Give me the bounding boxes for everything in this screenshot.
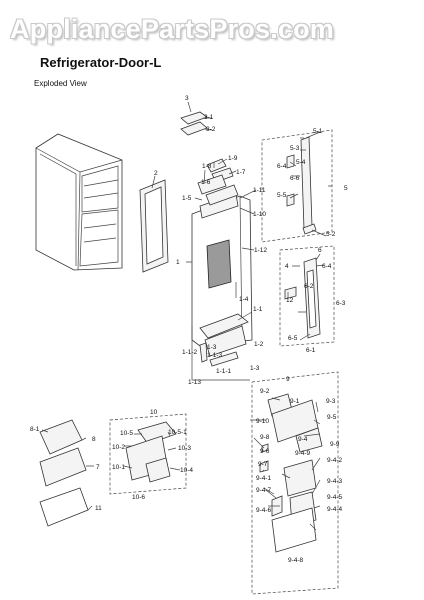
callout: 2: [154, 170, 158, 177]
callout: 1-1-1: [216, 368, 232, 375]
callout: 9-7: [258, 461, 268, 468]
door-bins: [39, 419, 89, 527]
callout: 5: [344, 185, 348, 192]
callout: 4: [285, 263, 289, 270]
callout: 12: [286, 297, 294, 304]
callout: 10-5: [120, 430, 133, 437]
callout: 1-2: [254, 341, 264, 348]
callout: 1-1: [253, 306, 263, 313]
callout: 1-4: [239, 296, 249, 303]
callout: 6-5: [288, 335, 298, 342]
callout: 1-8: [202, 163, 212, 170]
callout: 9-1: [290, 398, 300, 405]
callout: 10-1: [112, 464, 125, 471]
callout: 1-6: [201, 179, 211, 186]
callout: 1-7: [236, 169, 246, 176]
callout: 10-3: [178, 445, 191, 452]
callout: 9-10: [256, 418, 269, 425]
callout: 9-4-8: [288, 557, 304, 564]
callout: 9-6: [260, 448, 270, 455]
callout: 9-2: [260, 388, 270, 395]
callout: 9-4-5: [327, 494, 343, 501]
callout: 10-6: [132, 494, 145, 501]
callout: 9-4-3: [327, 478, 343, 485]
callout: 8-1: [30, 426, 40, 433]
callout: 9-8: [260, 434, 270, 441]
callout: 9-4: [298, 436, 308, 443]
callout: 1-5: [182, 195, 192, 202]
callout: 9-4-2: [327, 457, 343, 464]
door-gasket: [139, 179, 169, 273]
callout: 6-6: [290, 175, 300, 182]
diagram-title: Refrigerator-Door-L: [40, 55, 162, 70]
callout: 6-4: [322, 263, 332, 270]
callout: 5-2: [326, 231, 336, 238]
callout: 9-3: [326, 398, 336, 405]
callout: 9: [286, 376, 290, 383]
diagram-subtitle: Exploded View: [34, 79, 87, 88]
callout: 5-3: [290, 145, 300, 152]
callout: 7: [96, 464, 100, 471]
callout: 5-4: [296, 159, 306, 166]
callout: 1-9: [228, 155, 238, 162]
callout: 10-5-1: [168, 429, 187, 436]
callout: 6-3: [336, 300, 346, 307]
callout: 6-1: [306, 347, 316, 354]
callout: 1-13: [188, 379, 201, 386]
watermark: AppliancePartsPros.com: [10, 14, 335, 44]
callout: 5-1: [313, 128, 323, 135]
callout: 11: [95, 505, 102, 512]
callout: 3-1: [204, 114, 214, 121]
callout: 1-11: [253, 187, 266, 194]
callout: 1-10: [253, 211, 266, 218]
dispenser-assembly-9: [259, 393, 323, 553]
callout: 9-4-4: [327, 506, 343, 513]
door-top-cap-parts: [180, 111, 239, 206]
callout: 10-2: [112, 444, 125, 451]
callout: 6-4: [277, 163, 287, 170]
callout: 3: [185, 95, 189, 102]
callout: 1: [176, 259, 180, 266]
callout: 1-1-2: [182, 349, 198, 356]
callout: 9-5: [327, 414, 337, 421]
callout: 6: [318, 247, 322, 254]
callout: 1-1-3: [207, 352, 223, 359]
callout: 9-4-9: [295, 450, 311, 457]
callout: 9-4-1: [256, 475, 272, 482]
callout: 6-2: [304, 283, 314, 290]
callout: 10: [150, 409, 158, 416]
callout: 10-4: [180, 467, 193, 474]
callout: 5-5: [277, 192, 287, 199]
callout: 1-3: [207, 344, 217, 351]
callout: 1-12: [254, 247, 267, 254]
callout: 1-3: [250, 365, 260, 372]
callout: 9-4-6: [256, 507, 272, 514]
leader-lines: [41, 101, 332, 531]
callout-labels: 3 3-1 3-2 2 1-9 1-8 1-7 1-6 1-5 1-11 1-1…: [30, 95, 348, 564]
callout: 3-2: [206, 126, 216, 133]
door-handle-5: [286, 136, 317, 235]
dispenser-cover-parts: [199, 313, 249, 367]
refrigerator-body: [35, 133, 123, 271]
callout: 8: [92, 436, 96, 443]
ice-maker-10: [125, 421, 177, 483]
callout: 9-9: [330, 441, 340, 448]
callout: 9-4-7: [256, 487, 272, 494]
